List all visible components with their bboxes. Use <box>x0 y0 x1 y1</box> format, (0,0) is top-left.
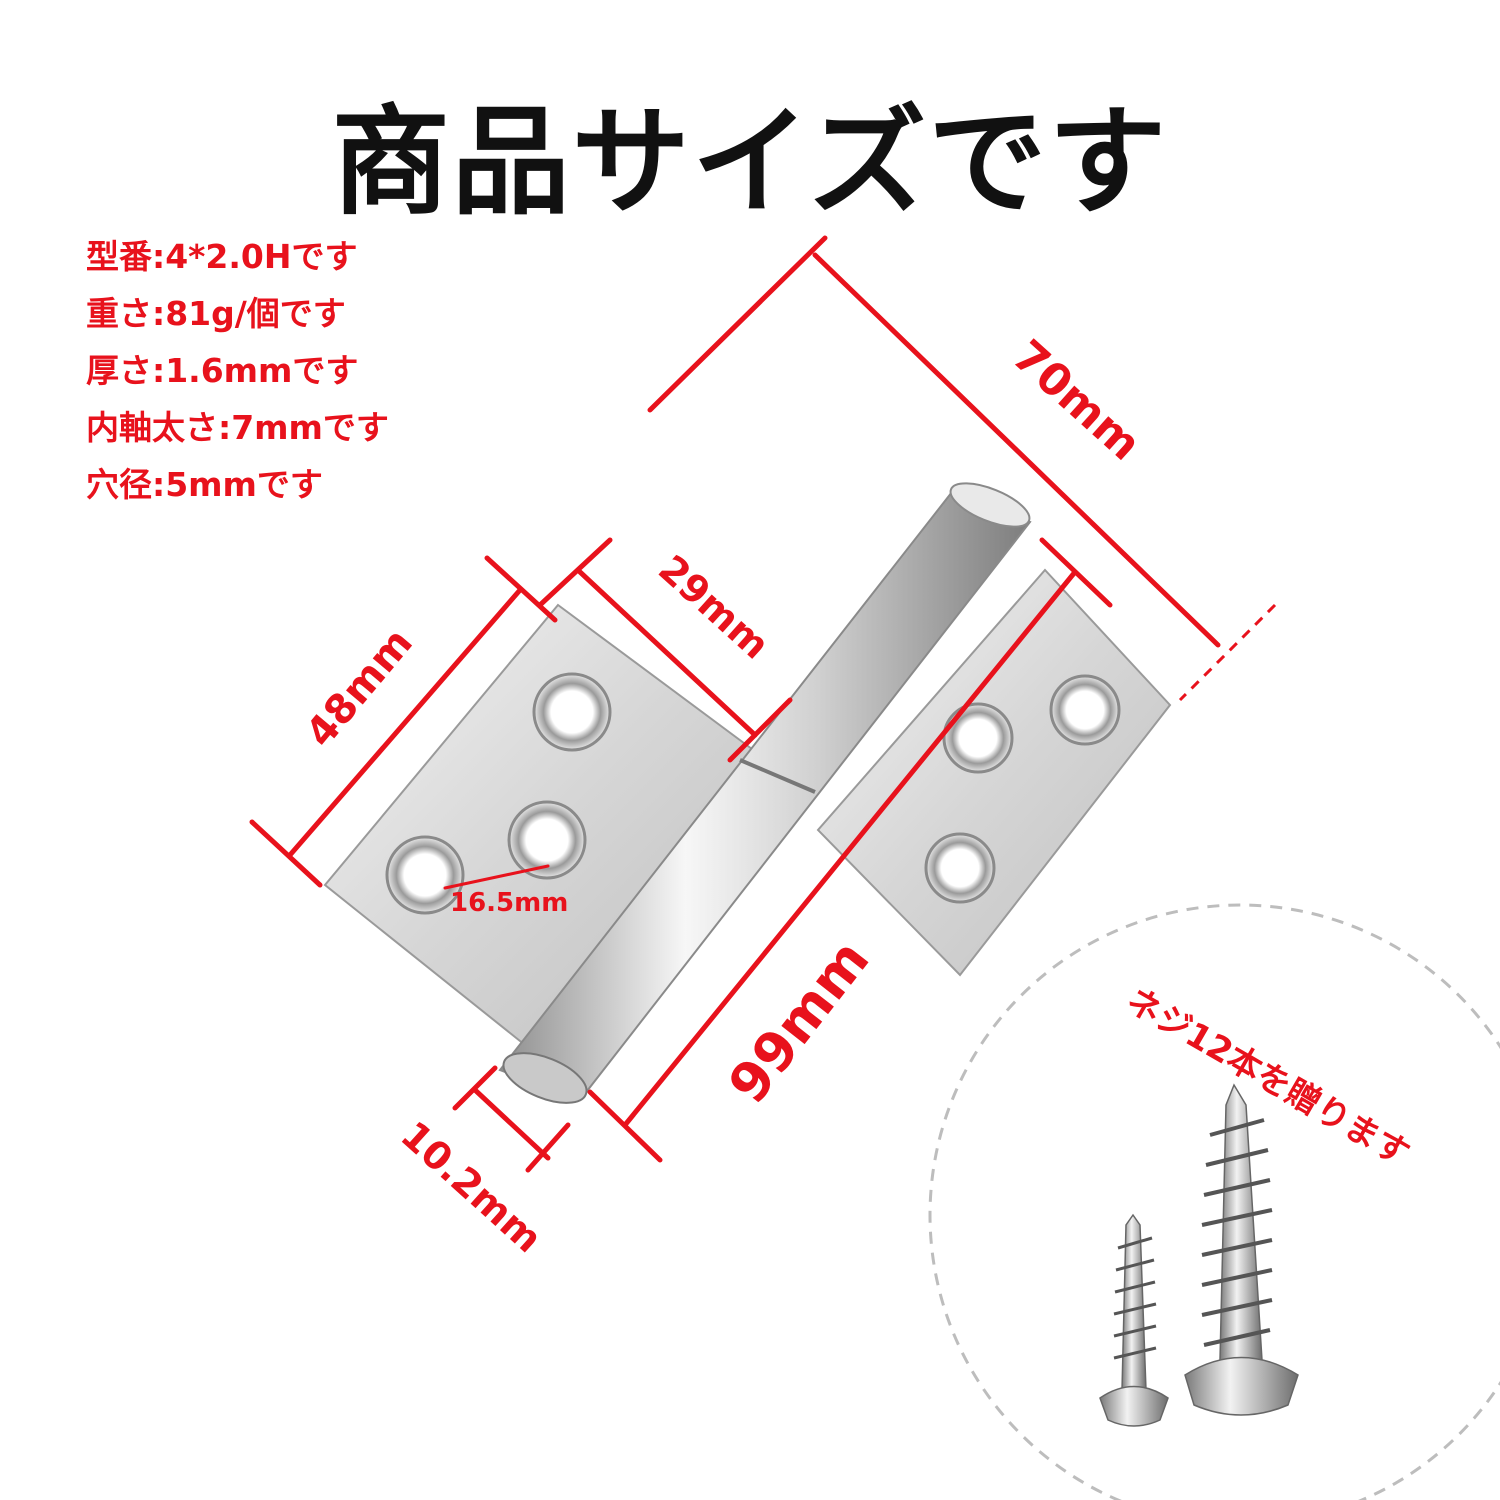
spec-thickness: 厚さ:1.6mmです <box>86 351 359 390</box>
hinge-right-leaf <box>816 568 1172 977</box>
dimension-hole-spacing: 16.5mm <box>450 888 569 918</box>
spec-weight: 重さ:81g/個です <box>86 294 346 333</box>
screw-large-icon <box>1184 1083 1299 1416</box>
spec-hole-diameter: 穴径:5mmです <box>86 465 323 504</box>
hinge-left-leaf <box>323 603 762 1047</box>
spec-list: 型番:4*2.0Hです 重さ:81g/個です 厚さ:1.6mmです 内軸太さ:7… <box>86 228 389 513</box>
spec-pin-thickness: 内軸太さ:7mmです <box>86 408 389 447</box>
screw-small-icon <box>1099 1213 1169 1427</box>
hinge-barrel <box>498 482 1032 1104</box>
dimension-extension-line <box>1178 603 1277 702</box>
dimension-lines <box>249 235 1221 1173</box>
screw-group-outline <box>928 903 1500 1500</box>
spec-model: 型番:4*2.0Hです <box>86 237 358 276</box>
page-title: 商品サイズです <box>331 93 1169 231</box>
